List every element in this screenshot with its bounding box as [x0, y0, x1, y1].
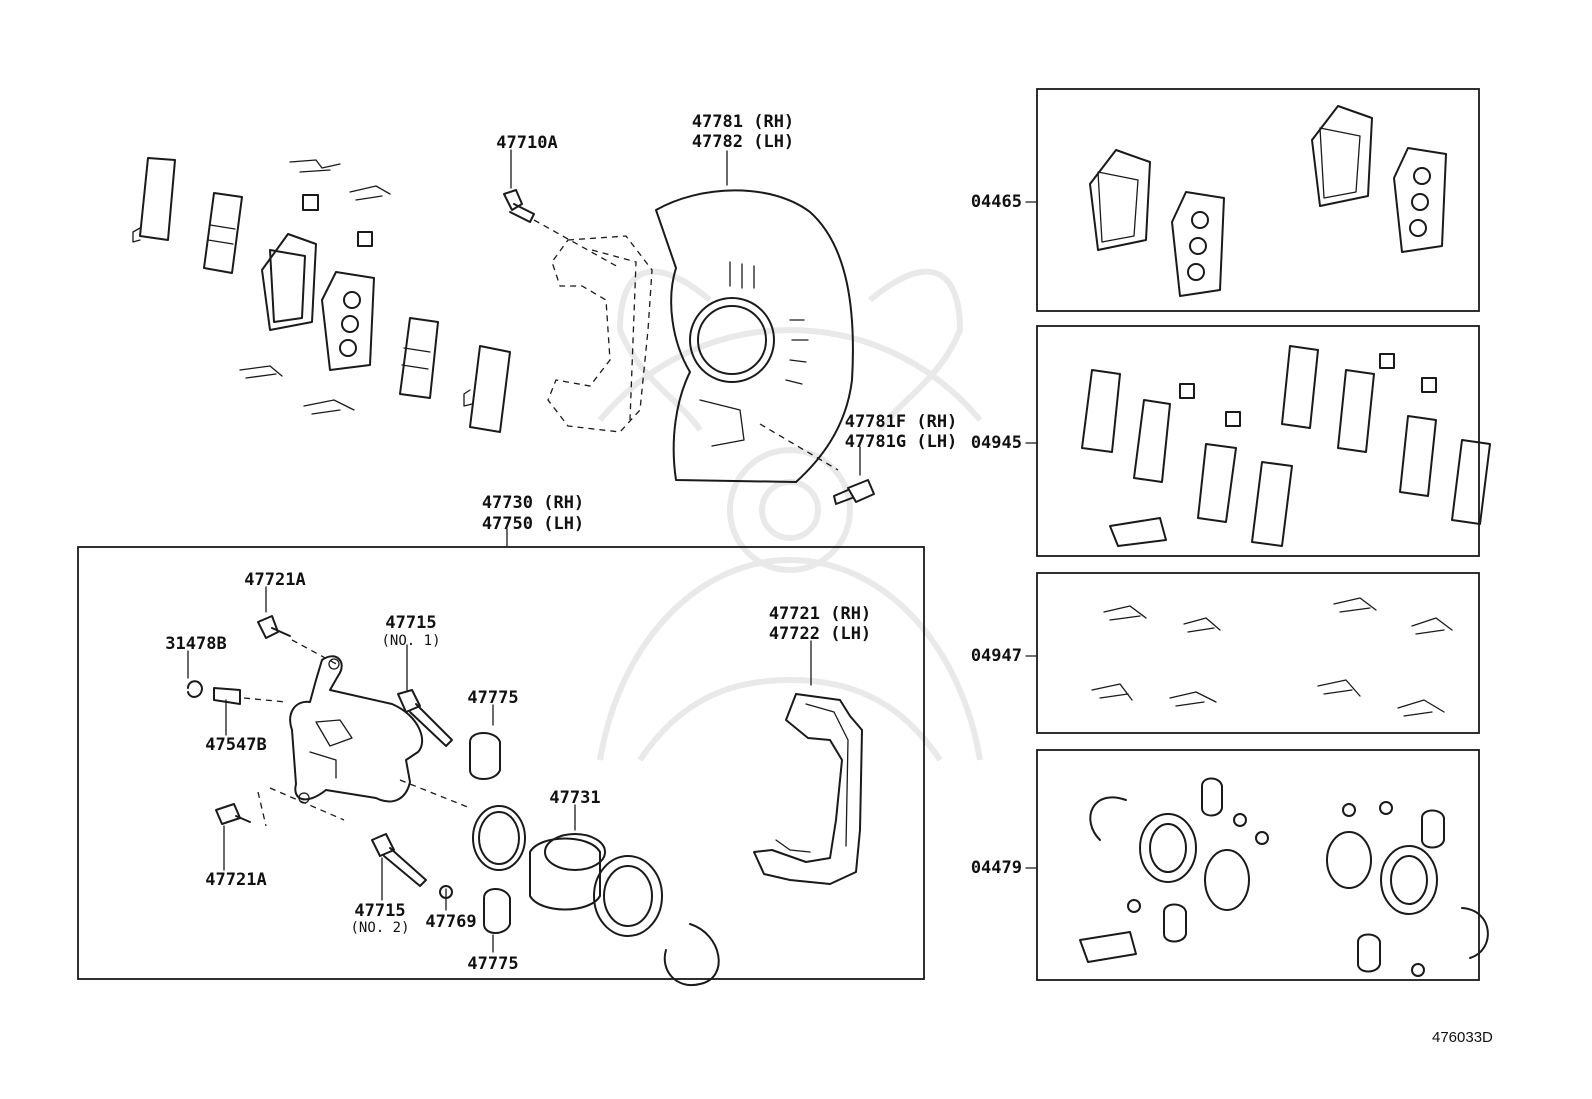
diagram-reference-code: 476033D: [1432, 1029, 1493, 1046]
watermark-emblem: [597, 268, 983, 762]
label-47722-lh: 47722 (LH): [768, 624, 872, 644]
kit-04947-parts: [1091, 597, 1453, 717]
caliper-parts: [187, 615, 720, 987]
kit-box-04479: [1036, 749, 1480, 981]
pad-shim-stack: [132, 157, 511, 433]
kit-box-04947: [1036, 572, 1480, 734]
kit-04945-parts: [1081, 345, 1491, 547]
label-47721A-top: 47721A: [244, 570, 306, 590]
label-47775-top: 47775: [467, 688, 519, 708]
kit-04465-parts: [1089, 105, 1447, 297]
label-47715-no1: 47715: [385, 613, 437, 633]
kit-box-04945: [1036, 325, 1480, 557]
label-47715-no1-note: (NO. 1): [381, 633, 441, 649]
label-47781F-rh: 47781F (RH): [844, 412, 958, 432]
label-47730-rh: 47730 (RH): [481, 493, 585, 513]
label-47781-rh: 47781 (RH): [691, 112, 795, 132]
label-47715-no2: 47715: [354, 901, 406, 921]
label-47775-bottom: 47775: [467, 954, 519, 974]
label-47781G-lh: 47781G (LH): [844, 432, 958, 452]
label-04465: 04465: [970, 192, 1022, 212]
mounting-bracket: [753, 693, 863, 885]
label-31478B: 31478B: [165, 634, 227, 654]
label-47769: 47769: [425, 912, 477, 932]
label-47782-lh: 47782 (LH): [691, 132, 795, 152]
caliper-assembly-box: [77, 546, 925, 980]
kit-04479-parts: [1079, 777, 1489, 977]
label-47715-no2-note: (NO. 2): [350, 920, 410, 936]
label-47710A: 47710A: [496, 133, 558, 153]
label-04945: 04945: [970, 433, 1022, 453]
label-47750-lh: 47750 (LH): [481, 514, 585, 534]
bracket-outline-dashed: [547, 235, 653, 433]
kit-box-04465: [1036, 88, 1480, 312]
leader-lines: [187, 149, 1038, 953]
bolt-47710A: [503, 189, 621, 269]
label-04947: 04947: [970, 646, 1022, 666]
label-47731: 47731: [549, 788, 601, 808]
label-47721A-bottom: 47721A: [205, 870, 267, 890]
label-04479: 04479: [970, 858, 1022, 878]
dust-shield: [655, 189, 854, 483]
bolt-47781F: [833, 479, 875, 505]
label-47547B: 47547B: [205, 735, 267, 755]
label-47721-rh: 47721 (RH): [768, 604, 872, 624]
